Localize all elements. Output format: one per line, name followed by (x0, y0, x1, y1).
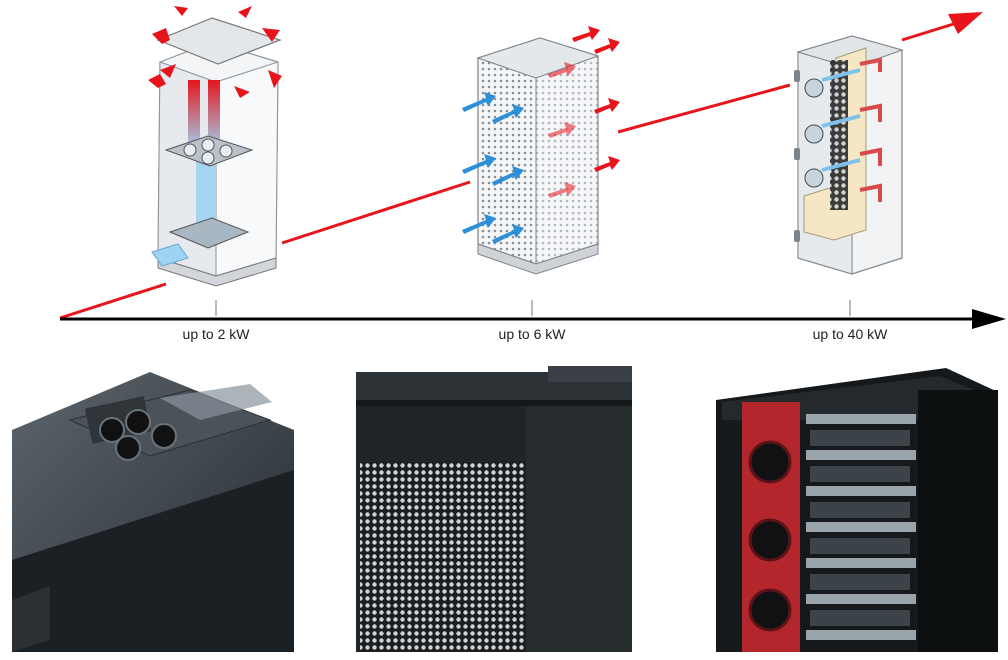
warm-air-arrows (548, 26, 620, 198)
warm-air-exhaust-icons (148, 6, 282, 98)
cabinet-perforated-door-icon (462, 26, 620, 275)
photo-perforated-door (356, 366, 632, 652)
axis-label-2kw: up to 2 kW (182, 326, 250, 342)
cool-air-intake-icon (151, 243, 189, 267)
axis-label-6kw: up to 6 kW (498, 326, 566, 342)
cabinet-roof-fan-icon (148, 6, 282, 287)
capacity-axis (60, 300, 1006, 329)
trend-arrow (59, 20, 961, 320)
photo-roof-fan (12, 362, 294, 652)
photo-liquid-cooled (716, 362, 998, 652)
axis-label-40kw: up to 40 kW (812, 326, 888, 342)
cabinet-liquid-cooled-icon (794, 35, 904, 275)
trend-arrow-head-icon (948, 12, 983, 34)
axis-arrow-head-icon (972, 309, 1006, 329)
cool-air-arrows (462, 92, 524, 244)
